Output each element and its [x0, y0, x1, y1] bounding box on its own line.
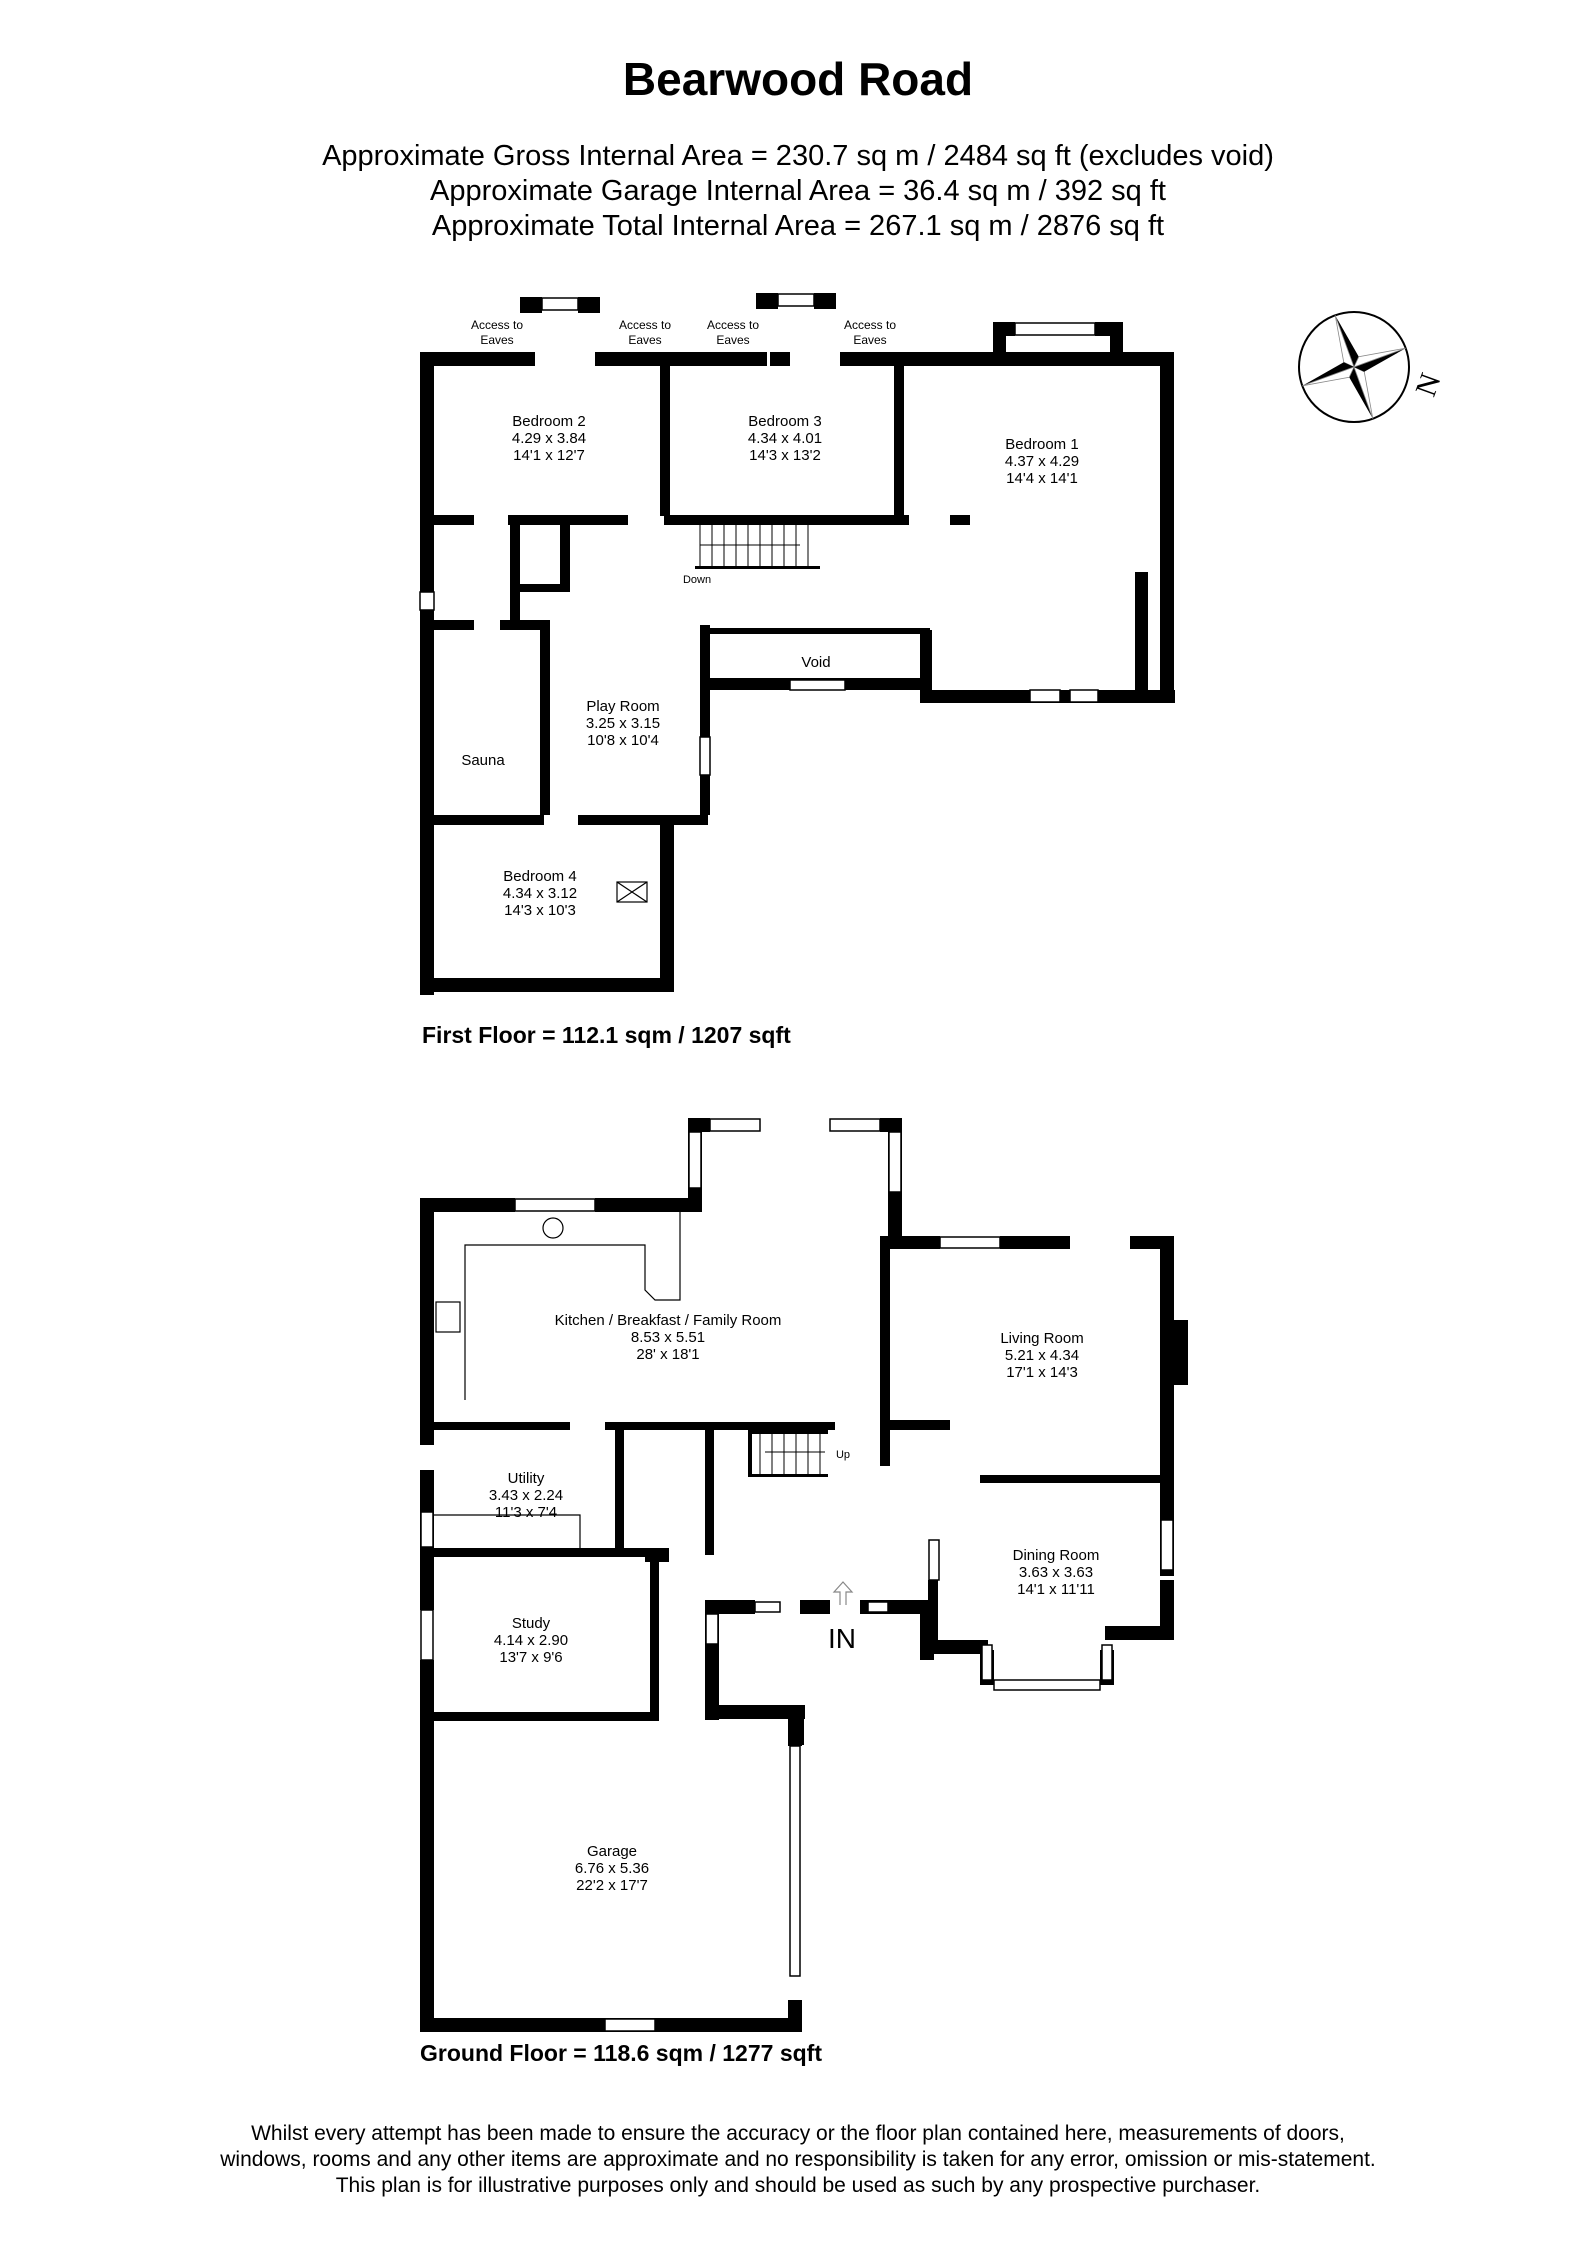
gross-internal-area: Approximate Gross Internal Area = 230.7 … [322, 140, 1274, 172]
first-floor-total: First Floor = 112.1 sqm / 1207 sqft [422, 1022, 791, 1048]
ground-floor-total: Ground Floor = 118.6 sqm / 1277 sqft [420, 2040, 822, 2066]
disclaimer: Whilst every attempt has been made to en… [220, 2122, 1376, 2197]
stairs-down-label: Down [682, 574, 712, 586]
room-sauna: Sauna [461, 752, 505, 769]
stairs-up-label: Up [835, 1449, 851, 1461]
north-label: N [1409, 369, 1448, 401]
plan-title: Bearwood Road [622, 53, 974, 105]
entrance-label: IN [828, 1623, 856, 1654]
void-label: Void [801, 654, 831, 671]
entrance-arrow-icon [832, 1581, 854, 1605]
garage-internal-area: Approximate Garage Internal Area = 36.4 … [430, 175, 1166, 207]
total-internal-area: Approximate Total Internal Area = 267.1 … [431, 210, 1165, 242]
